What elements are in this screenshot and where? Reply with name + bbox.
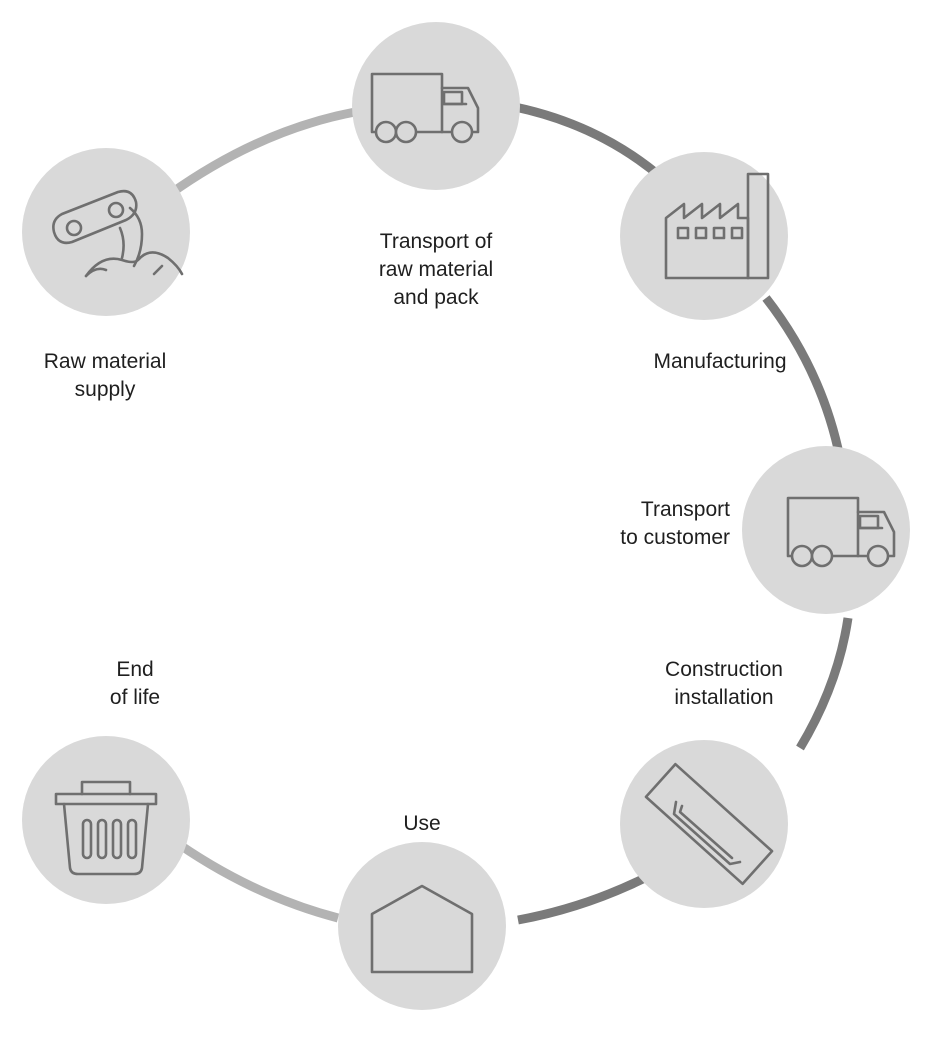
ring-arc-raw-to-transport bbox=[167, 107, 356, 198]
stage-use bbox=[338, 842, 506, 1010]
stage-label-transport-raw-material: Transport of raw material and pack bbox=[378, 230, 494, 309]
ring-arc-transport-customer-to-construction bbox=[796, 617, 853, 751]
stage-construction-installation bbox=[620, 740, 788, 908]
stage-label-use: Use bbox=[403, 812, 441, 835]
stage-transport-to-customer bbox=[742, 446, 910, 614]
factory-icon bbox=[664, 172, 770, 280]
ring-arc-transport-to-manufacturing bbox=[514, 102, 665, 182]
conveyor-pile-icon bbox=[52, 189, 184, 278]
stage-label-construction-installation: Construction installation bbox=[665, 658, 783, 709]
stage-label-transport-to-customer: Transport to customer bbox=[620, 498, 730, 549]
trash-bin-icon bbox=[54, 780, 158, 876]
stage-manufacturing bbox=[620, 152, 788, 320]
stage-label-manufacturing: Manufacturing bbox=[653, 350, 787, 373]
ring-arc-end-to-use bbox=[167, 834, 340, 923]
panel-icon bbox=[644, 762, 774, 886]
truck-icon bbox=[786, 496, 896, 568]
truck-icon bbox=[370, 72, 480, 144]
stage-label-raw-material-supply: Raw material supply bbox=[43, 350, 167, 401]
stage-transport-raw-material bbox=[352, 22, 520, 190]
house-icon bbox=[370, 884, 474, 974]
stage-raw-material-supply bbox=[22, 148, 190, 316]
stage-end-of-life bbox=[22, 736, 190, 904]
stage-label-end-of-life: End of life bbox=[109, 658, 161, 709]
ring-arc-manufacturing-to-transport-customer bbox=[762, 295, 845, 459]
